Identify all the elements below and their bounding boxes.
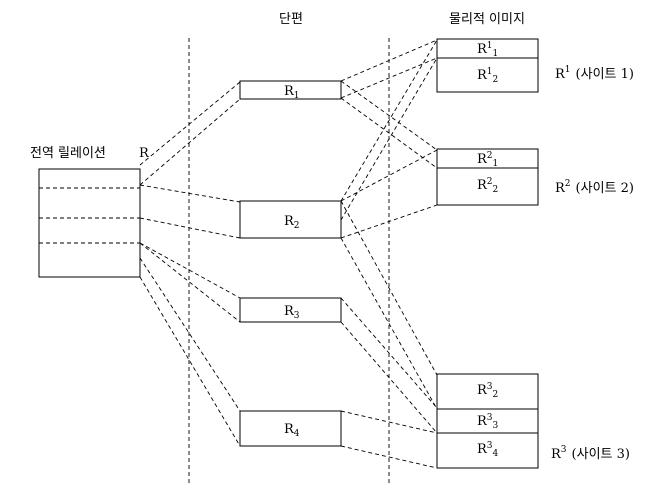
fragment-r1: R1 <box>239 80 342 101</box>
fragment-label: R3 <box>284 304 300 321</box>
site-superscript: 1 <box>565 65 571 75</box>
physical-image-label: R33 <box>477 413 499 431</box>
physical-image-subscript: 4 <box>493 449 499 459</box>
connector-line <box>340 445 438 469</box>
site-2-label: R2(사이트 2) <box>555 179 634 196</box>
fragment-label: R1 <box>284 84 300 101</box>
connector-line <box>340 321 438 434</box>
physical-image-subscript: 3 <box>493 421 499 431</box>
physical-image-box <box>436 373 539 410</box>
physical-image-label: R11 <box>477 41 498 59</box>
fragment-box <box>239 410 342 447</box>
global-relation-label-text: 전역 릴레이션 <box>30 146 106 161</box>
connector-line <box>139 242 241 323</box>
connector-line <box>340 39 438 82</box>
connector-line <box>139 81 241 166</box>
connectors-fragments-to-images <box>340 39 438 469</box>
header-fragments: 단편 <box>279 12 303 27</box>
physical-image-superscript: 3 <box>487 413 493 423</box>
global-relation-table <box>38 168 141 278</box>
site-2-images: R21 R22 <box>436 148 539 206</box>
physical-image-superscript: 3 <box>487 441 493 451</box>
fragment-r2: R2 <box>239 200 342 239</box>
connector-line <box>340 297 438 409</box>
physical-image-box <box>436 167 539 206</box>
connector-line <box>340 39 438 202</box>
physical-image-label: R21 <box>477 151 498 169</box>
connector-line <box>340 200 438 376</box>
header-physical-images: 물리적 이미지 <box>449 12 525 27</box>
site-1-images: R11 R12 <box>436 38 539 93</box>
connector-line <box>340 237 438 410</box>
connector-line <box>340 80 438 151</box>
connector-line <box>139 184 241 203</box>
connector-line <box>340 57 438 99</box>
fragment-subscript: 1 <box>294 91 300 101</box>
fragment-r4: R4 <box>239 410 342 447</box>
fragment-r3: R3 <box>239 297 342 323</box>
site-3-label: R3(사이트 3) <box>551 445 630 462</box>
connector-line <box>139 242 241 299</box>
physical-image-superscript: 3 <box>487 382 493 392</box>
physical-image-label: R12 <box>477 67 498 85</box>
global-relation-box <box>38 168 141 278</box>
fragment-subscript: 4 <box>294 429 300 439</box>
connector-line <box>340 410 438 434</box>
global-relation-name: R <box>139 146 150 161</box>
site-3-images: R32 R33 R34 <box>436 373 539 469</box>
connector-line <box>340 97 438 169</box>
connector-line <box>139 276 241 447</box>
connector-line <box>340 204 438 239</box>
physical-image-subscript: 1 <box>493 49 499 59</box>
physical-image-label: R22 <box>477 177 498 195</box>
site-superscript: 3 <box>561 445 567 455</box>
physical-image-label: R32 <box>477 382 498 400</box>
physical-image-superscript: 1 <box>487 41 493 51</box>
physical-image-subscript: 2 <box>493 390 499 400</box>
physical-image-superscript: 1 <box>487 67 493 77</box>
fragment-box <box>239 200 342 239</box>
site-1-label: R1(사이트 1) <box>555 65 634 82</box>
connectors-global-to-fragments <box>139 81 241 447</box>
fragment-label: R2 <box>284 214 300 231</box>
connector-line <box>139 257 241 412</box>
physical-image-subscript: 1 <box>493 159 499 169</box>
fragment-subscript: 3 <box>294 311 300 321</box>
fragment-label: R4 <box>284 422 300 439</box>
physical-image-box <box>436 57 539 93</box>
physical-image-subscript: 2 <box>493 185 499 195</box>
connector-line <box>139 217 241 239</box>
physical-image-superscript: 2 <box>487 151 493 161</box>
site-superscript: 2 <box>565 179 571 189</box>
physical-image-superscript: 2 <box>487 177 493 187</box>
fragment-subscript: 2 <box>294 221 300 231</box>
connector-line <box>139 98 241 186</box>
physical-image-subscript: 2 <box>493 75 499 85</box>
fragment-box <box>239 80 342 100</box>
physical-image-label: R34 <box>477 441 499 459</box>
physical-image-box <box>436 432 539 469</box>
physical-image-box <box>436 408 539 434</box>
global-relation-label: 전역 릴레이션 R <box>30 146 150 161</box>
fragment-box <box>239 297 342 323</box>
